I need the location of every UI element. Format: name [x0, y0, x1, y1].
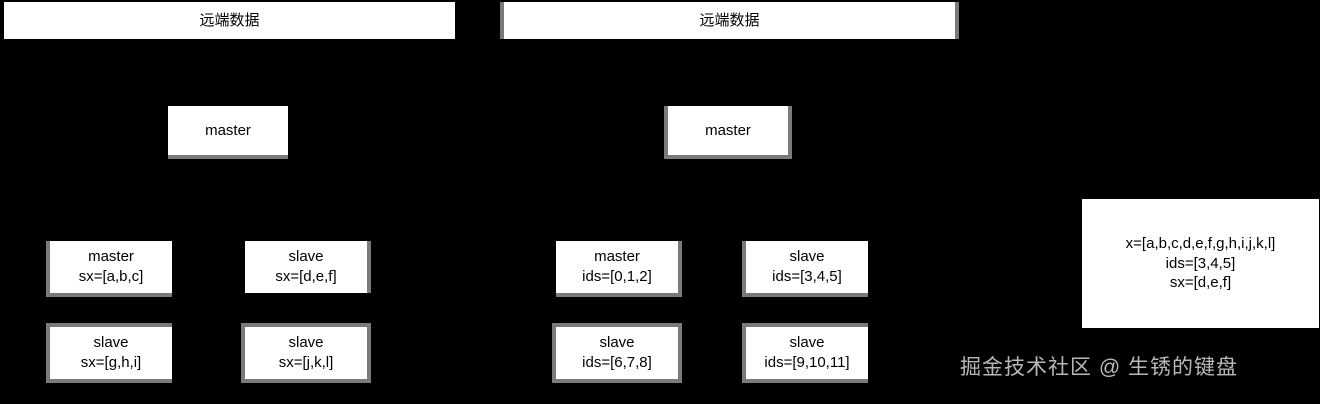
right-group-master-label: master [705, 121, 751, 139]
left-group-node-1-role: master [88, 248, 134, 266]
right-group-node-1: master ids=[0,1,2] [556, 241, 678, 293]
right-group-node-1-detail: ids=[0,1,2] [582, 268, 652, 285]
right-group-node-4: slave ids=[9,10,11] [746, 327, 868, 379]
info-panel-line-ids: ids=[3,4,5] [1165, 254, 1236, 272]
info-panel-line-x: x=[a,b,c,d,e,f,g,h,i,j,k,l] [1125, 234, 1276, 252]
banner-remote-data-right: 远端数据 [504, 2, 955, 39]
right-group-node-3: slave ids=[6,7,8] [556, 327, 678, 379]
left-group-master-label: master [205, 121, 251, 139]
left-group-node-4: slave sx=[j,k,l] [245, 327, 367, 379]
right-group-node-3-role: slave [599, 334, 635, 352]
banner-remote-data-left: 远端数据 [4, 2, 455, 39]
right-group-node-2: slave ids=[3,4,5] [746, 241, 868, 293]
info-panel: x=[a,b,c,d,e,f,g,h,i,j,k,l] ids=[3,4,5] … [1082, 199, 1319, 328]
right-group-node-4-detail: ids=[9,10,11] [764, 354, 850, 371]
left-group-node-3-detail: sx=[g,h,i] [80, 354, 142, 371]
left-group-node-3-role: slave [93, 334, 129, 352]
right-group-master-node: master [668, 106, 788, 155]
watermark: 掘金技术社区 @ 生锈的键盘 [960, 356, 1238, 379]
banner-left-label: 远端数据 [199, 11, 260, 29]
banner-right-label: 远端数据 [699, 11, 760, 29]
left-group-master-node: master [168, 106, 288, 155]
left-group-node-2-detail: sx=[d,e,f] [275, 268, 337, 285]
left-group-node-1: master sx=[a,b,c] [50, 241, 172, 293]
right-group-node-2-role: slave [789, 248, 825, 266]
left-group-node-2: slave sx=[d,e,f] [245, 241, 367, 293]
left-group-node-1-detail: sx=[a,b,c] [78, 268, 144, 285]
right-group-node-4-role: slave [789, 334, 825, 352]
right-group-node-2-detail: ids=[3,4,5] [772, 268, 842, 285]
left-group-node-3: slave sx=[g,h,i] [50, 327, 172, 379]
right-group-node-3-detail: ids=[6,7,8] [582, 354, 652, 371]
right-group-node-1-role: master [594, 248, 640, 266]
left-group-node-2-role: slave [288, 248, 324, 266]
left-group-node-4-detail: sx=[j,k,l] [278, 354, 334, 371]
left-group-node-4-role: slave [288, 334, 324, 352]
info-panel-line-sx: sx=[d,e,f] [1169, 274, 1232, 292]
